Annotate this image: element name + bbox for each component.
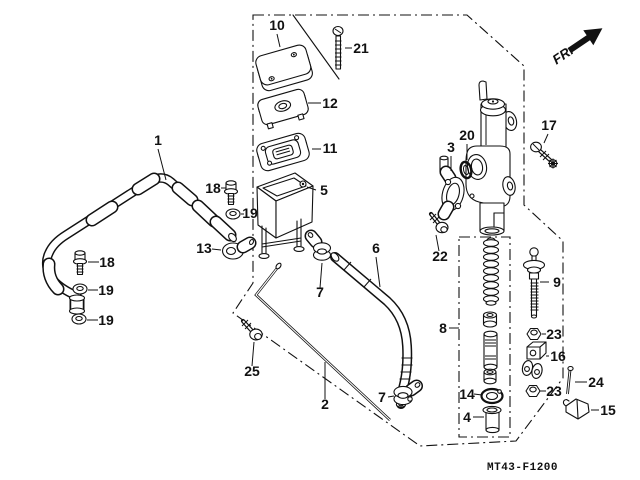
master-cylinder-body [465, 80, 518, 236]
reservoir-hose-6 [330, 252, 413, 409]
part-label-17: 17 [541, 117, 557, 133]
washer-19-left-upper [72, 283, 88, 295]
clip-15 [562, 398, 590, 420]
part-label-14: 14 [459, 386, 475, 402]
joint-pin-24 [566, 365, 574, 395]
part-leader-1 [157, 148, 167, 181]
nut-23-upper [526, 327, 542, 341]
part-label-24: 24 [588, 374, 604, 390]
flange-bolt-25 [240, 318, 263, 341]
part-label-7: 7 [378, 389, 386, 405]
part-label-16: 16 [550, 348, 566, 364]
part-leader-10 [276, 33, 281, 48]
brake-hose-1 [41, 172, 237, 315]
part-label-19: 19 [98, 282, 114, 298]
o-ring-20 [459, 160, 473, 180]
part-leader-7 [387, 395, 395, 398]
washer-19-right [225, 208, 241, 220]
secondary-seal [483, 368, 497, 385]
piston [483, 330, 498, 371]
frame-boundary [232, 14, 564, 447]
reservoir-stand [258, 218, 305, 259]
part-label-3: 3 [447, 139, 455, 155]
washer-19-left-lower [71, 313, 87, 325]
part-leader-13 [211, 248, 222, 251]
diagram-code: MT43-F1200 [487, 462, 558, 474]
part-label-13: 13 [196, 240, 212, 256]
oil-bolt-18-left [72, 250, 88, 276]
part-label-22: 22 [432, 248, 448, 264]
part-label-10: 10 [269, 17, 285, 33]
part-label-21: 21 [353, 40, 369, 56]
fr-direction-arrow-icon [567, 28, 603, 54]
part-label-2: 2 [321, 396, 329, 412]
part-label-12: 12 [322, 95, 338, 111]
nut-23-lower [525, 384, 541, 398]
joint-3 [437, 155, 465, 221]
part-label-4: 4 [463, 409, 471, 425]
part-label-18: 18 [99, 254, 115, 270]
part-label-5: 5 [320, 182, 328, 198]
part-leader-17 [543, 133, 549, 144]
part-leader-5 [306, 186, 317, 191]
part-leader-22 [435, 234, 440, 252]
part-label-6: 6 [372, 240, 380, 256]
screw-17 [530, 141, 558, 169]
part-label-25: 25 [244, 363, 260, 379]
part-label-20: 20 [459, 127, 475, 143]
pipe-2 [254, 262, 391, 421]
part-label-18: 18 [205, 180, 221, 196]
snap-ring-14 [480, 387, 504, 405]
part-leader-14 [473, 393, 483, 396]
part-label-7: 7 [316, 284, 324, 300]
part-label-11: 11 [323, 140, 338, 156]
part-leader-7 [319, 262, 323, 289]
boot-4 [482, 405, 502, 434]
part-label-19: 19 [242, 205, 258, 221]
cap-screw-21 [332, 25, 344, 70]
reservoir-tank-5 [256, 172, 314, 259]
part-label-1: 1 [154, 132, 162, 148]
seal-cup [482, 311, 498, 328]
reservoir-cap-10 [255, 44, 313, 92]
part-leader-25 [251, 341, 255, 367]
push-rod-9 [522, 247, 546, 319]
part-label-23: 23 [546, 326, 562, 342]
diaphragm-11 [256, 132, 310, 172]
screw-22 [428, 211, 449, 234]
part-labels: 1 10 21 12 11 5 320 17 22 6 7 7 2 25 8 14 4 9 23 16 23 24 15 13… [87, 17, 616, 425]
part-label-19: 19 [98, 312, 114, 328]
oil-bolt-18-right [223, 180, 239, 206]
banjo-joint-13 [221, 236, 257, 260]
part-label-9: 9 [553, 274, 561, 290]
clevis-joint-16 [521, 341, 547, 379]
part-label-8: 8 [439, 320, 447, 336]
part-label-23: 23 [546, 383, 562, 399]
axis-line [292, 14, 340, 80]
part-label-15: 15 [600, 402, 616, 418]
part-leader-6 [375, 256, 381, 288]
diaphragm-plate-12 [257, 88, 309, 130]
spring [482, 237, 500, 306]
hose-clamp-7-lower [393, 379, 423, 406]
hose-clamp-7-upper [304, 229, 332, 261]
